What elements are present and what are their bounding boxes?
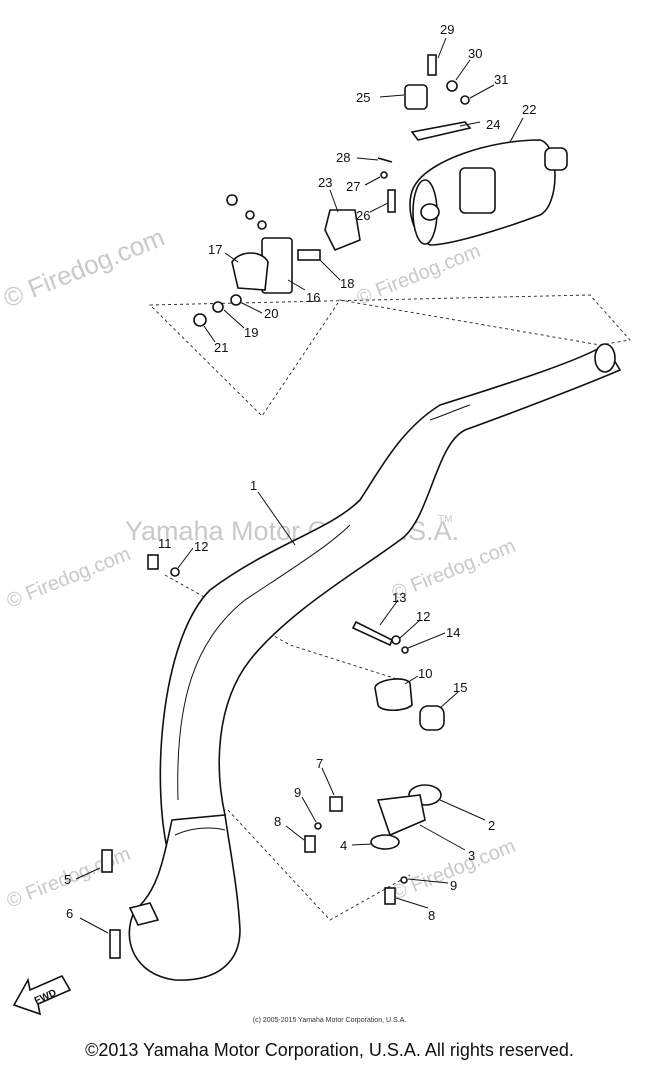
watermark-firedog: © Firedog.com: [0, 222, 169, 314]
label-part-9b: 9: [450, 878, 457, 893]
watermark-firedog: © Firedog.com: [4, 543, 134, 613]
flange-3: [376, 794, 426, 837]
label-part-8a: 8: [274, 814, 281, 829]
bolt-29: [427, 54, 437, 76]
washer-19: [212, 301, 224, 313]
label-part-19: 19: [244, 325, 258, 340]
bolt-8a: [304, 835, 316, 853]
label-part-13: 13: [392, 590, 406, 605]
spring-5: [101, 849, 113, 873]
label-part-5: 5: [64, 872, 71, 887]
leader-lines: [75, 37, 524, 934]
clamp-17: [231, 252, 269, 291]
clamp-23: [324, 209, 361, 252]
gasket-4: [370, 834, 400, 850]
nut-21: [193, 313, 207, 327]
label-part-21: 21: [214, 340, 228, 355]
label-part-23: 23: [318, 175, 332, 190]
watermark-tm: TM: [438, 514, 452, 525]
muffler: [409, 139, 568, 246]
washer-9a: [314, 822, 322, 830]
nut-top: [226, 194, 238, 206]
copyright-main: ©2013 Yamaha Motor Corporation, U.S.A. A…: [85, 1040, 574, 1060]
label-part-14: 14: [446, 625, 460, 640]
label-part-22: 22: [522, 102, 536, 117]
label-part-18: 18: [340, 276, 354, 291]
label-part-4: 4: [340, 838, 347, 853]
label-part-12a: 12: [194, 539, 208, 554]
label-part-31: 31: [494, 72, 508, 87]
expansion-chamber: [128, 343, 622, 981]
washer-12b: [391, 635, 401, 645]
bolt-13: [351, 620, 394, 647]
washer-30: [446, 80, 458, 92]
washer-14: [401, 646, 409, 654]
damper-10: [374, 678, 413, 712]
label-part-25: 25: [356, 90, 370, 105]
label-part-15: 15: [453, 680, 467, 695]
bolt-8b: [384, 887, 396, 905]
rubber-damper: [404, 84, 428, 110]
label-part-16: 16: [306, 290, 320, 305]
part-labels: 1 2 3 4 5 6 7 8 9 9 8 10 15 11 12 13 12 …: [64, 22, 536, 923]
label-part-3: 3: [468, 848, 475, 863]
label-part-10: 10: [418, 666, 432, 681]
label-part-8b: 8: [428, 908, 435, 923]
washer-27: [380, 171, 388, 179]
bolt-26: [387, 189, 396, 213]
label-part-27: 27: [346, 179, 360, 194]
label-part-11: 11: [158, 536, 172, 551]
watermark-firedog: © Firedog.com: [354, 240, 484, 310]
label-part-9a: 9: [294, 785, 301, 800]
washer-12a: [170, 567, 180, 577]
label-part-1: 1: [250, 478, 257, 493]
label-part-24: 24: [486, 117, 500, 132]
washer-20: [230, 294, 242, 306]
washer-9b: [400, 876, 408, 884]
muffler-bracket: [410, 121, 472, 141]
washer-top: [245, 210, 255, 220]
label-part-20: 20: [264, 306, 278, 321]
label-part-28: 28: [336, 150, 350, 165]
label-part-30: 30: [468, 46, 482, 61]
spring-6: [109, 929, 121, 959]
hook: [128, 902, 160, 926]
label-part-29: 29: [440, 22, 454, 37]
label-part-12b: 12: [416, 609, 430, 624]
small-parts: [101, 54, 472, 959]
bolt-18: [297, 249, 321, 261]
label-part-26: 26: [356, 208, 370, 223]
muffler-group-frame: [148, 294, 631, 417]
cap-15: [419, 705, 445, 731]
washer-top-2: [257, 220, 267, 230]
label-part-6: 6: [66, 906, 73, 921]
fwd-arrow: FWD: [12, 974, 72, 1016]
copyright-small: (c) 2005-2015 Yamaha Motor Corporation, …: [252, 1017, 407, 1024]
pin-28: [377, 157, 393, 163]
label-part-17: 17: [208, 242, 222, 257]
label-part-2: 2: [488, 818, 495, 833]
bolt-7: [329, 796, 343, 812]
bolt-11: [147, 554, 159, 570]
watermark-firedog: © Firedog.com: [389, 835, 519, 905]
label-part-7: 7: [316, 756, 323, 771]
nut-31: [460, 95, 470, 105]
flange-group-frame: [227, 809, 411, 921]
